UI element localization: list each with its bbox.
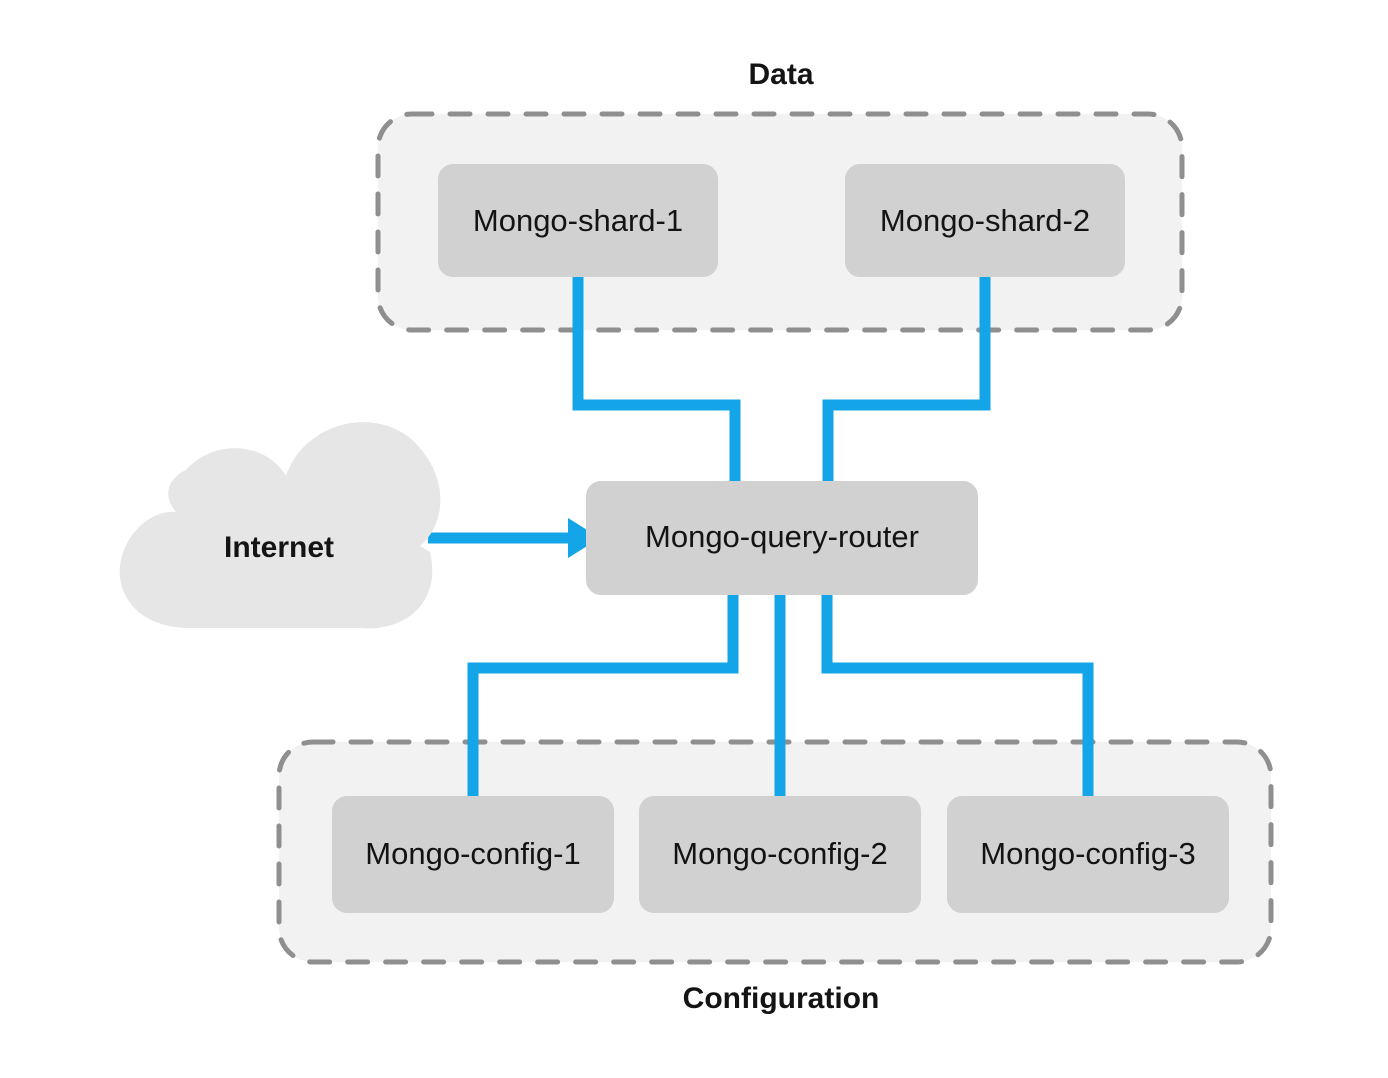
connector-shard2-to-router bbox=[822, 270, 991, 490]
connector-group bbox=[428, 270, 1094, 800]
node-mongo-shard-1-box[interactable] bbox=[438, 164, 718, 277]
connector-shard1-to-router bbox=[572, 270, 741, 490]
node-mongo-query-router[interactable]: Mongo-query-router bbox=[586, 481, 978, 595]
cloud-internet-label: Internet bbox=[224, 531, 334, 564]
cloud-shape-icon bbox=[119, 422, 441, 629]
node-mongo-shard-1[interactable]: Mongo-shard-1 bbox=[438, 164, 718, 277]
data-group-label: Data bbox=[748, 58, 813, 91]
node-mongo-config-1-box[interactable] bbox=[332, 796, 614, 913]
node-mongo-config-2-box[interactable] bbox=[639, 796, 921, 913]
connector-router-to-config1 bbox=[467, 590, 739, 800]
cloud-internet: Internet bbox=[119, 422, 441, 629]
node-mongo-config-3[interactable]: Mongo-config-3 bbox=[947, 796, 1229, 913]
arrow-head-icon bbox=[568, 518, 600, 558]
node-mongo-config-1-label: Mongo-config-1 bbox=[365, 836, 580, 871]
node-mongo-config-3-box[interactable] bbox=[947, 796, 1229, 913]
node-mongo-config-2-label: Mongo-config-2 bbox=[672, 836, 887, 871]
configuration-group-label: Configuration bbox=[683, 982, 880, 1015]
node-mongo-query-router-label: Mongo-query-router bbox=[645, 519, 919, 554]
node-mongo-config-1[interactable]: Mongo-config-1 bbox=[332, 796, 614, 913]
node-mongo-shard-2-box[interactable] bbox=[845, 164, 1125, 277]
node-mongo-config-3-label: Mongo-config-3 bbox=[980, 836, 1195, 871]
connector-router-to-config3 bbox=[821, 590, 1094, 800]
node-mongo-query-router-box[interactable] bbox=[586, 481, 978, 595]
node-mongo-config-2[interactable]: Mongo-config-2 bbox=[639, 796, 921, 913]
node-mongo-shard-2[interactable]: Mongo-shard-2 bbox=[845, 164, 1125, 277]
node-mongo-shard-1-label: Mongo-shard-1 bbox=[473, 203, 683, 238]
node-mongo-shard-2-label: Mongo-shard-2 bbox=[880, 203, 1090, 238]
